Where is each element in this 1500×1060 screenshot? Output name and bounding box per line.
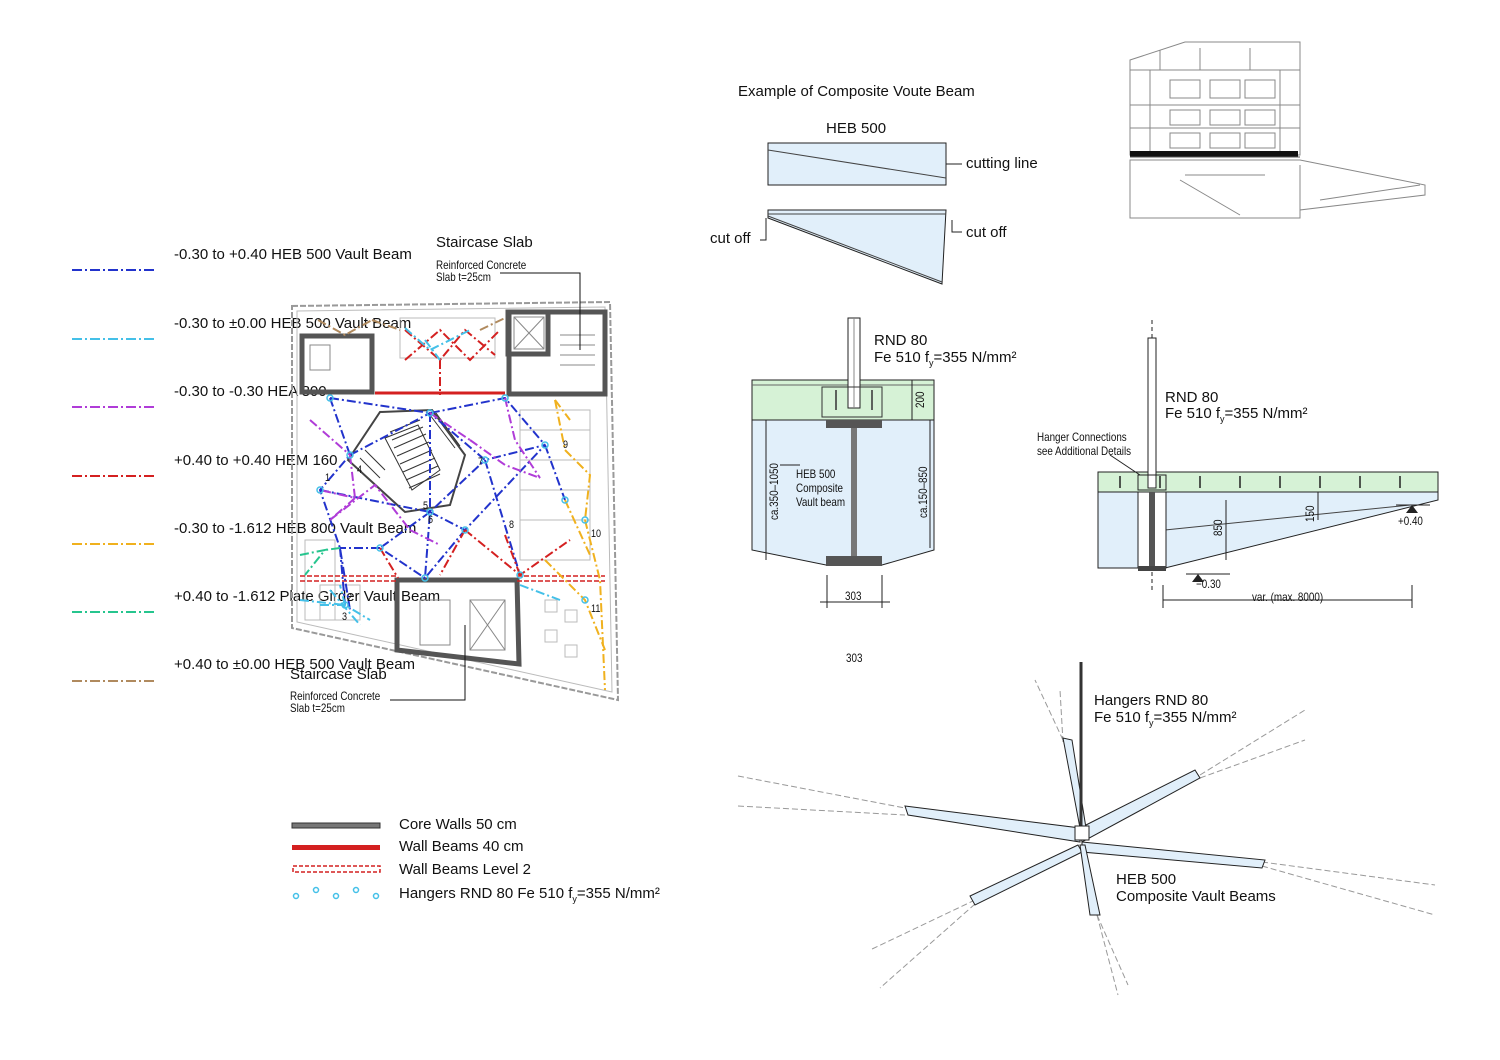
star-hangers: Hangers RND 80	[1094, 692, 1209, 709]
plan-node-label: 1	[325, 472, 331, 484]
beam-extension-lines	[737, 679, 1436, 996]
beam-label-1: HEB 500	[796, 467, 836, 481]
legend-profile: HEB 500	[274, 656, 335, 673]
legend-hangers-sub: y	[572, 894, 577, 904]
building-outline	[291, 300, 620, 702]
legend-type: Vault Beam	[335, 246, 412, 263]
legend-item-4: +0.40 to +0.40 HEM 160	[174, 453, 337, 468]
vault-beams	[299, 317, 606, 691]
building-outline-inner	[296, 306, 613, 693]
vault-beam-arms	[904, 737, 1266, 916]
legend-profile: HEM 160	[274, 452, 338, 469]
section-left-rnd: RND 80	[874, 332, 928, 349]
staircase-slab-top-note-2: Slab t=25cm	[436, 270, 491, 284]
plan-node-label: 5	[423, 500, 429, 512]
legend-profile: HEB 500	[271, 246, 332, 263]
wall-beam-symbol	[292, 845, 380, 850]
legend-hangers-tail: =355 N/mm²	[576, 885, 660, 902]
legend-wall-beams-level-2: Wall Beams Level 2	[399, 861, 531, 878]
legend-range: -0.30 to -0.30	[174, 383, 264, 400]
plan-node-label: 11	[591, 603, 601, 615]
section-left-fe-sub: y	[929, 358, 934, 368]
plan-node-label: 3	[342, 611, 348, 623]
level-right: +0.40	[1398, 514, 1423, 528]
section-left-fe: Fe 510 fy=355 N/mm²	[874, 350, 1017, 371]
span-dim: var. (max. 8000)	[1252, 590, 1324, 604]
legend-core-walls: Core Walls 50 cm	[399, 816, 517, 833]
legend-profile: HEB 800	[275, 520, 336, 537]
section-left-fe-text: Fe 510 f	[874, 349, 930, 366]
composite-profile: HEB 500	[826, 120, 887, 137]
star-fe: Fe 510 fy=355 N/mm²	[1094, 710, 1237, 731]
hanger-markers	[316, 394, 589, 609]
dim-width-below: 303	[846, 651, 863, 665]
plan-node-label: 9	[563, 439, 569, 451]
plan-node-label: 7	[478, 456, 484, 468]
wall-beam-level-2-symbol	[292, 865, 381, 873]
hanger-note-2: see Additional Details	[1037, 444, 1132, 458]
plan-fixtures	[304, 317, 591, 658]
composite-title: Example of Composite Voute Beam	[738, 83, 975, 100]
legend-range: +0.40 to +0.40	[174, 452, 271, 469]
legend-range: +0.40 to ±0.00	[174, 656, 271, 673]
dim-width: 303	[845, 589, 862, 603]
beam-label-3: Vault beam	[796, 495, 846, 509]
legend-range: -0.30 to +0.40	[174, 246, 267, 263]
section-right-rnd: RND 80	[1165, 389, 1219, 406]
plan-node-label: 4	[357, 464, 363, 476]
legend-item-5: -0.30 to -1.612 HEB 800 Vault Beam	[174, 521, 416, 536]
section-right-fe: Fe 510 fy=355 N/mm²	[1165, 406, 1308, 427]
core-walls	[299, 309, 608, 667]
legend-hangers-text: Hangers RND 80 Fe 510 f	[399, 885, 573, 902]
plan-node-label: 10	[591, 528, 602, 540]
legend-range: -0.30 to ±0.00	[174, 315, 267, 332]
legend-range: +0.40 to -1.612	[174, 588, 276, 605]
staircase-slab-top-title: Staircase Slab	[436, 234, 533, 251]
cut-off-left-label: cut off	[710, 230, 751, 247]
legend-hangers: Hangers RND 80 Fe 510 fy=355 N/mm²	[399, 886, 660, 907]
legend-item-7: +0.40 to ±0.00 HEB 500 Vault Beam	[174, 657, 415, 672]
star-beams-2: Composite Vault Beams	[1116, 888, 1276, 905]
star-fe-text: Fe 510 f	[1094, 709, 1150, 726]
section-right-fe-sub: y	[1220, 414, 1225, 424]
hanger-symbols	[292, 886, 380, 900]
legend-type: Vault Beam	[338, 656, 416, 673]
legend-item-2: -0.30 to ±0.00 HEB 500 Vault Beam	[174, 316, 411, 331]
plan-node-label: 8	[509, 519, 515, 531]
legend-item-1: -0.30 to +0.40 HEB 500 Vault Beam	[174, 247, 412, 262]
staircase-slab-bottom-note-2: Slab t=25cm	[290, 701, 345, 715]
cut-off-right-label: cut off	[966, 224, 1007, 241]
star-fe-sub: y	[1149, 718, 1154, 728]
hanger-note-1: Hanger Connections	[1037, 430, 1127, 444]
level-left: −0.30	[1196, 577, 1221, 591]
legend-wall-beams: Wall Beams 40 cm	[399, 838, 524, 855]
beam-label-2: Composite	[796, 481, 844, 495]
star-fe-tail: =355 N/mm²	[1153, 709, 1237, 726]
legend-type: Vault Beam	[339, 520, 417, 537]
plan-node-label: 6	[428, 514, 434, 526]
staircase-slab-bottom-note-1: Reinforced Concrete	[290, 689, 381, 703]
section-right-fe-tail: =355 N/mm²	[1224, 405, 1308, 422]
star-beams-1: HEB 500	[1116, 871, 1177, 888]
section-vault-beam	[1130, 151, 1298, 157]
cutting-line-label: cutting line	[966, 155, 1038, 172]
core-wall-symbol	[291, 822, 381, 829]
legend-profile: HEB 500	[270, 315, 331, 332]
plan-node-label: 2	[347, 592, 353, 604]
section-right-fe-text: Fe 510 f	[1165, 405, 1221, 422]
legend-range: -0.30 to -1.612	[174, 520, 272, 537]
staircase-slab-top-note-1: Reinforced Concrete	[436, 258, 527, 272]
staircase-slab-bottom-title: Staircase Slab	[290, 666, 387, 683]
section-left-fe-tail: =355 N/mm²	[933, 349, 1017, 366]
